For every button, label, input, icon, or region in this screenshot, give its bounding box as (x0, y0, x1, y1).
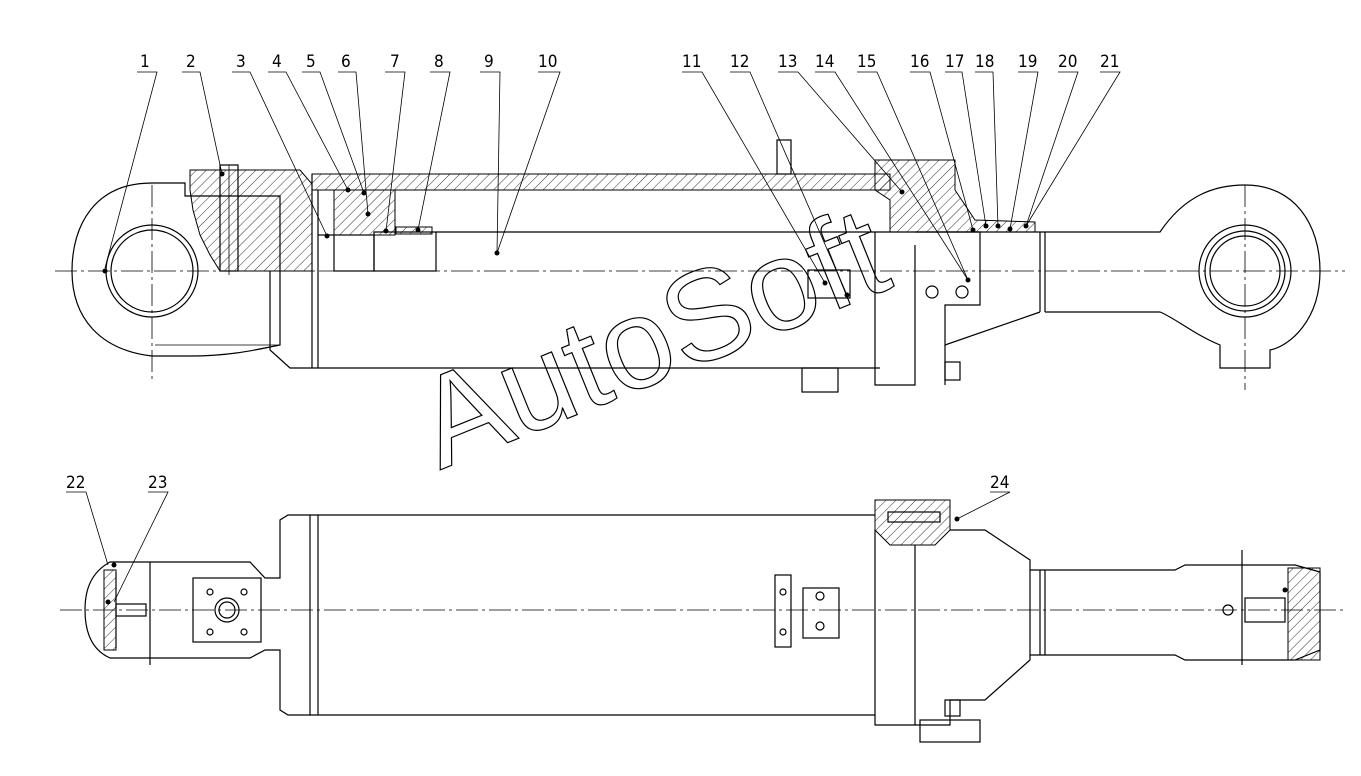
watermark: AutoSoft (396, 179, 906, 497)
callout-labels: 1 2 3 4 5 6 7 8 9 10 11 12 13 14 15 16 1… (66, 52, 1119, 493)
callout-24: 24 (990, 473, 1009, 493)
callout-19: 19 (1018, 52, 1037, 72)
callout-4: 4 (272, 52, 282, 72)
callout-8: 8 (434, 52, 444, 72)
tube-side (310, 514, 875, 716)
watermark-text: AutoSoft (397, 179, 906, 496)
callout-20: 20 (1058, 52, 1077, 72)
callout-7: 7 (390, 52, 400, 72)
callout-2: 2 (186, 52, 196, 72)
leader-lines-bottom (66, 491, 1011, 603)
callout-21: 21 (1100, 52, 1119, 72)
rod-eye-right (1045, 184, 1321, 369)
callout-6: 6 (341, 52, 351, 72)
callout-22: 22 (66, 473, 85, 493)
callout-15: 15 (857, 52, 876, 72)
guide-head (801, 159, 1041, 393)
callout-23: 23 (148, 473, 167, 493)
leader-lines (104, 71, 1121, 296)
top-view (55, 71, 1345, 393)
callout-1: 1 (140, 52, 150, 72)
callout-14: 14 (815, 52, 834, 72)
callout-18: 18 (975, 52, 994, 72)
callout-3: 3 (236, 52, 246, 72)
callout-10: 10 (538, 52, 557, 72)
cylinder-bottom (189, 164, 313, 369)
callout-11: 11 (682, 52, 701, 72)
callout-12: 12 (730, 52, 749, 72)
clevis-left (84, 514, 311, 716)
callout-17: 17 (945, 52, 964, 72)
callout-16: 16 (910, 52, 929, 72)
piston (318, 189, 437, 272)
callout-5: 5 (306, 52, 316, 72)
callout-13: 13 (778, 52, 797, 72)
head-side (874, 499, 1031, 743)
bottom-view (60, 491, 1345, 743)
rod-side (1030, 550, 1321, 665)
callout-9: 9 (484, 52, 494, 72)
